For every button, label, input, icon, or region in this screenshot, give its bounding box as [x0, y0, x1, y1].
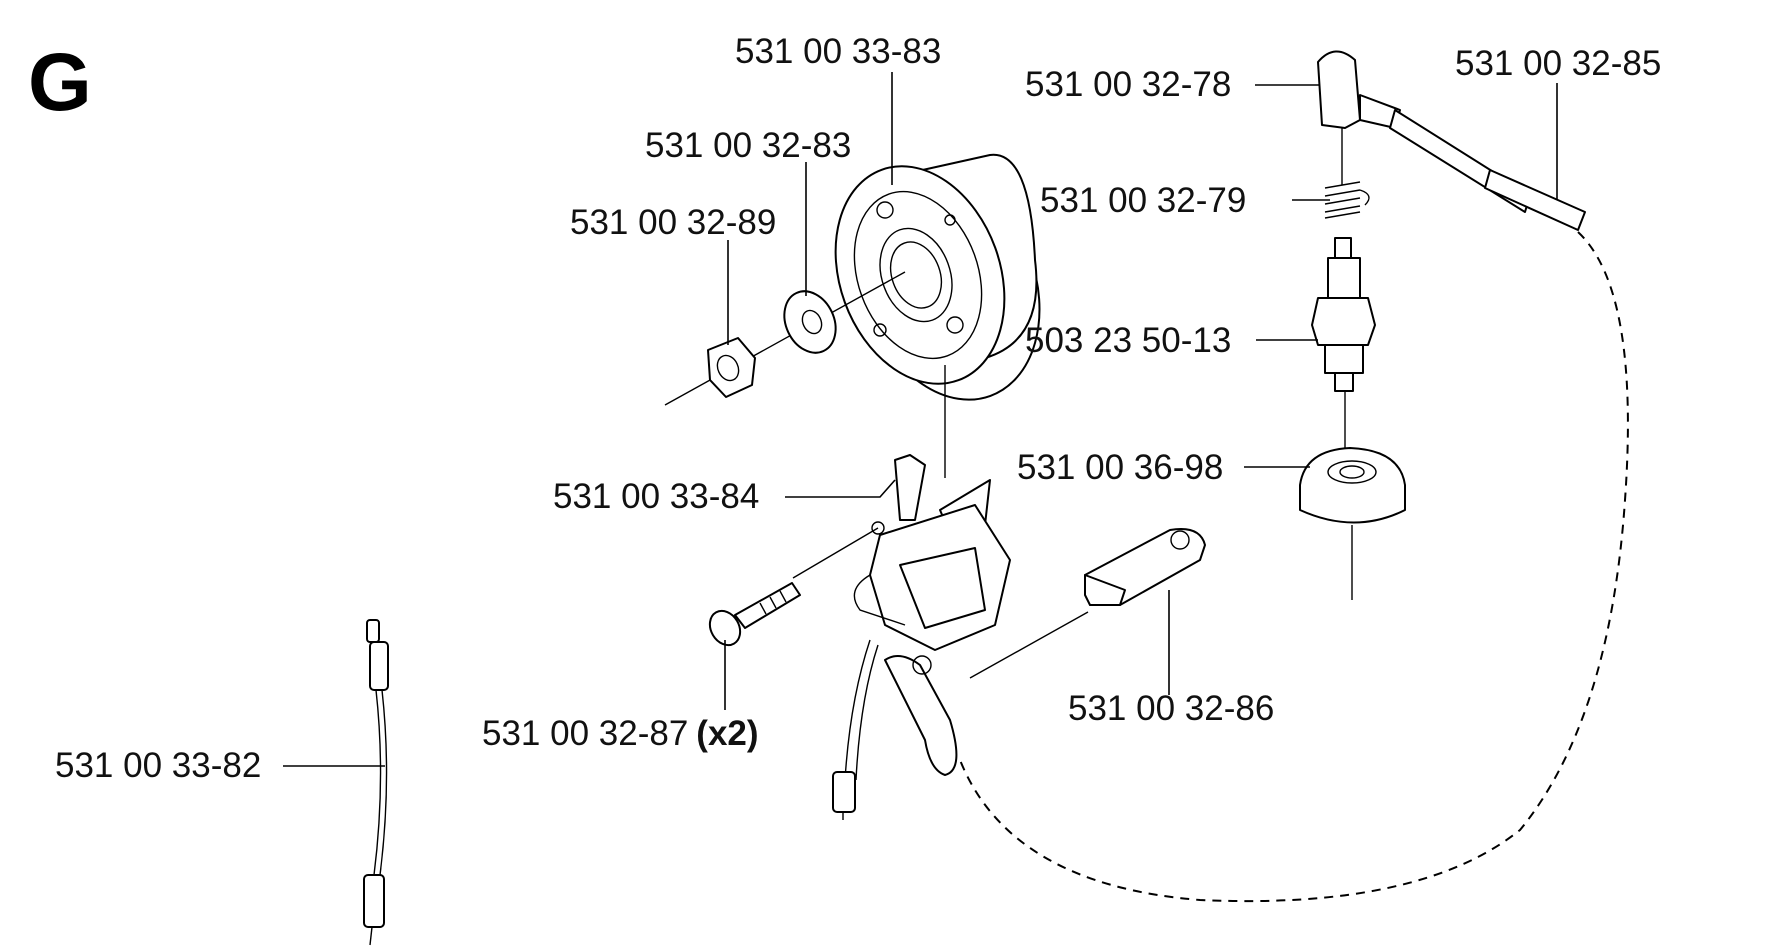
- ignition-cable-part[interactable]: [1389, 109, 1586, 231]
- leader-lines: [283, 72, 1558, 767]
- ignition-module-part[interactable]: [832, 454, 1011, 820]
- label-screw-number: 531 00 32-87: [482, 714, 688, 753]
- spring-part[interactable]: [1324, 181, 1370, 219]
- label-flywheel: 531 00 33-83: [735, 32, 941, 71]
- section-letter: G: [28, 37, 92, 128]
- terminal-clip-part[interactable]: [1084, 528, 1206, 606]
- short-circuit-cable-part[interactable]: [363, 619, 389, 946]
- spark-plug-cap-part[interactable]: [1317, 50, 1401, 185]
- spark-plug-part[interactable]: [1311, 237, 1376, 460]
- label-ignition-module: 531 00 33-84: [553, 477, 759, 516]
- label-short-circuit-cable: 531 00 33-82: [55, 746, 261, 785]
- cable-routing-dashed: [959, 231, 1629, 903]
- label-screw: 531 00 32-87(x2): [482, 714, 759, 753]
- label-spark-plug: 503 23 50-13: [1025, 321, 1231, 360]
- label-ignition-cable: 531 00 32-85: [1455, 44, 1661, 83]
- label-nut: 531 00 32-89: [570, 203, 776, 242]
- label-spring: 531 00 32-79: [1040, 181, 1246, 220]
- label-rubber-cover: 531 00 36-98: [1017, 448, 1223, 487]
- label-spark-plug-cap: 531 00 32-78: [1025, 65, 1231, 104]
- flywheel-part[interactable]: [807, 142, 1071, 425]
- label-washer: 531 00 32-83: [645, 126, 851, 165]
- nut-part[interactable]: [707, 337, 756, 398]
- screw-part[interactable]: [704, 582, 801, 651]
- rubber-cover-part[interactable]: [1299, 447, 1406, 600]
- washer-part[interactable]: [775, 283, 846, 361]
- label-terminal-clip: 531 00 32-86: [1068, 689, 1274, 728]
- label-screw-qty: (x2): [696, 714, 758, 753]
